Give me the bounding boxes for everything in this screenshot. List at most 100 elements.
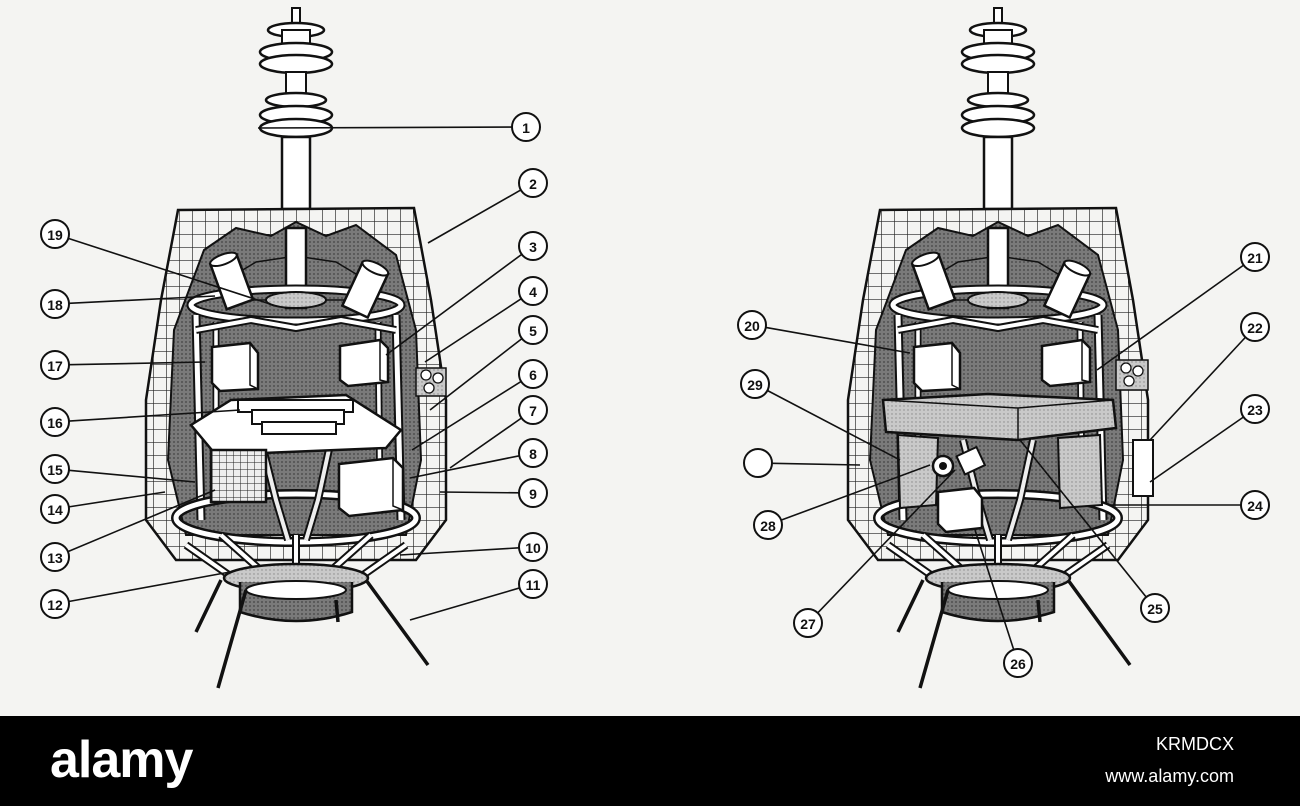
callout-circle bbox=[40, 494, 70, 524]
leader-line-26 bbox=[974, 529, 1015, 650]
spacecraft-view-right bbox=[848, 8, 1154, 688]
callout-number: 6 bbox=[529, 367, 537, 383]
callout-number: 3 bbox=[529, 239, 537, 255]
callout-number: 25 bbox=[1147, 601, 1163, 617]
callout-11: 11 bbox=[518, 569, 548, 599]
callout-24: 24 bbox=[1240, 490, 1270, 520]
callout-circle bbox=[1003, 648, 1033, 678]
leader-line-3 bbox=[385, 253, 523, 356]
callout-16: 16 bbox=[40, 407, 70, 437]
callout-circle bbox=[743, 448, 773, 478]
callout-number: 16 bbox=[47, 415, 63, 431]
callout-circle bbox=[753, 510, 783, 540]
callout-circle bbox=[40, 407, 70, 437]
callout-21: 21 bbox=[1240, 242, 1270, 272]
callout-circle bbox=[518, 478, 548, 508]
callout-number: 8 bbox=[529, 446, 537, 462]
leader-line-blank bbox=[771, 462, 861, 466]
leader-line-17 bbox=[68, 361, 206, 366]
callout-9: 9 bbox=[518, 478, 548, 508]
leader-line-16 bbox=[68, 409, 241, 422]
leader-line-23 bbox=[1149, 416, 1244, 483]
leader-line-7 bbox=[449, 417, 522, 469]
callout-number: 10 bbox=[525, 540, 541, 556]
leader-line-22 bbox=[1149, 336, 1247, 441]
callout-28: 28 bbox=[753, 510, 783, 540]
callout-number: 12 bbox=[47, 597, 63, 613]
callout-circle bbox=[518, 276, 548, 306]
callout-circle bbox=[1140, 593, 1170, 623]
callout-number: 1 bbox=[522, 120, 530, 136]
callout-17: 17 bbox=[40, 350, 70, 380]
callout-29: 29 bbox=[740, 369, 770, 399]
callout-circle bbox=[793, 608, 823, 638]
callout-22: 22 bbox=[1240, 312, 1270, 342]
callout-number: 14 bbox=[47, 502, 63, 518]
leader-line-2 bbox=[427, 189, 522, 244]
callout-number: 23 bbox=[1247, 402, 1263, 418]
callout-circle bbox=[1240, 394, 1270, 424]
callout-circle bbox=[40, 219, 70, 249]
leader-line-11 bbox=[409, 587, 520, 621]
callout-circle bbox=[40, 289, 70, 319]
leader-line-29 bbox=[767, 389, 901, 461]
callout-1: 1 bbox=[511, 112, 541, 142]
leader-line-12 bbox=[68, 571, 231, 603]
callout-circle bbox=[1240, 490, 1270, 520]
leader-line-19 bbox=[68, 237, 271, 305]
callout-6: 6 bbox=[518, 359, 548, 389]
leader-line-27 bbox=[817, 469, 956, 614]
callout-circle bbox=[518, 438, 548, 468]
callout-number: 28 bbox=[760, 518, 776, 534]
callout-5: 5 bbox=[518, 315, 548, 345]
callout-19: 19 bbox=[40, 219, 70, 249]
callout-circle bbox=[518, 231, 548, 261]
callout-circle bbox=[518, 569, 548, 599]
spacecraft-cutaway-diagram: 1234567891011121314151617181920212223242… bbox=[40, 3, 1270, 693]
callout-number: 19 bbox=[47, 227, 63, 243]
callout-blank bbox=[743, 448, 773, 478]
leader-line-6 bbox=[411, 380, 522, 451]
callout-circle bbox=[518, 395, 548, 425]
callout-23: 23 bbox=[1240, 394, 1270, 424]
leader-line-20 bbox=[765, 326, 911, 354]
callout-circle bbox=[740, 369, 770, 399]
callout-number: 24 bbox=[1247, 498, 1263, 514]
callout-circle bbox=[40, 454, 70, 484]
callout-14: 14 bbox=[40, 494, 70, 524]
leader-line-4 bbox=[424, 298, 522, 363]
callout-number: 29 bbox=[747, 377, 763, 393]
callout-number: 18 bbox=[47, 297, 63, 313]
callout-circle bbox=[40, 350, 70, 380]
callout-markers: 1234567891011121314151617181920212223242… bbox=[40, 112, 1270, 678]
callout-number: 11 bbox=[526, 577, 541, 593]
callout-number: 7 bbox=[529, 403, 537, 419]
callout-number: 21 bbox=[1247, 250, 1263, 266]
image-id: KRMDCX bbox=[1155, 734, 1234, 754]
callout-number: 13 bbox=[47, 550, 63, 566]
callout-number: 9 bbox=[529, 486, 537, 502]
site-url: www.alamy.com bbox=[1105, 766, 1234, 786]
callout-number: 27 bbox=[800, 616, 816, 632]
leader-line-8 bbox=[409, 455, 520, 479]
callout-3: 3 bbox=[518, 231, 548, 261]
leader-line-9 bbox=[439, 491, 520, 494]
callout-number: 26 bbox=[1010, 656, 1026, 672]
callout-13: 13 bbox=[40, 542, 70, 572]
callout-25: 25 bbox=[1140, 593, 1170, 623]
callout-12: 12 bbox=[40, 589, 70, 619]
callout-circle bbox=[1240, 242, 1270, 272]
callout-10: 10 bbox=[518, 532, 548, 562]
callout-number: 22 bbox=[1247, 320, 1263, 336]
callout-7: 7 bbox=[518, 395, 548, 425]
leader-line-5 bbox=[429, 337, 523, 411]
callout-number: 15 bbox=[47, 462, 63, 478]
callout-number: 5 bbox=[529, 323, 537, 339]
callout-8: 8 bbox=[518, 438, 548, 468]
leader-line-13 bbox=[67, 489, 216, 553]
callout-26: 26 bbox=[1003, 648, 1033, 678]
leader-line-10 bbox=[399, 547, 520, 556]
callout-number: 17 bbox=[47, 358, 63, 374]
callout-number: 20 bbox=[744, 318, 760, 334]
leader-lines bbox=[67, 126, 1247, 650]
